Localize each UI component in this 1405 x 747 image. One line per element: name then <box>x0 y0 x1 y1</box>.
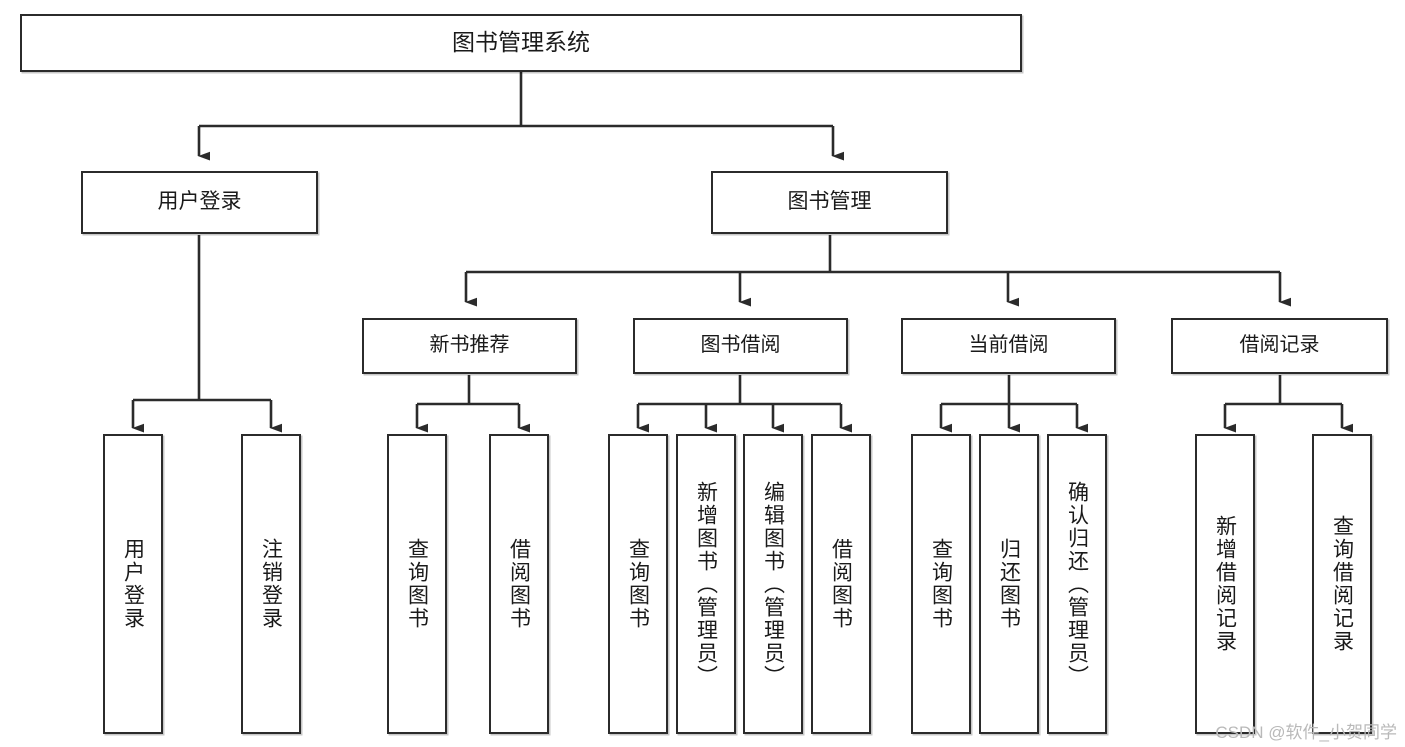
leaf-label: 注销登录 <box>259 538 283 630</box>
leaf-label: 编辑图书（管理员） <box>761 480 785 688</box>
node-new-book-recommend-label: 新书推荐 <box>429 334 510 357</box>
node-book-management[interactable]: 图书管理 <box>711 171 948 234</box>
node-root-book-management-system[interactable]: 图书管理系统 <box>20 14 1022 72</box>
leaf-current-return-book[interactable]: 归还图书 <box>979 434 1039 734</box>
watermark: CSDN @软件_小贺同学 <box>1215 723 1397 742</box>
leaf-new-book-borrow-book[interactable]: 借阅图书 <box>489 434 549 734</box>
leaf-label: 查询图书 <box>929 538 953 630</box>
node-borrow-record-label: 借阅记录 <box>1239 334 1320 357</box>
leaf-label: 用户登录 <box>121 538 145 630</box>
node-current-borrow[interactable]: 当前借阅 <box>901 318 1116 374</box>
node-book-management-label: 图书管理 <box>787 190 872 214</box>
leaf-label: 归还图书 <box>997 538 1021 630</box>
leaf-record-add-record[interactable]: 新增借阅记录 <box>1195 434 1255 734</box>
node-user-login-label: 用户登录 <box>157 190 242 214</box>
leaf-user-login-logout[interactable]: 注销登录 <box>241 434 301 734</box>
node-new-book-recommend[interactable]: 新书推荐 <box>362 318 577 374</box>
leaf-label: 借阅图书 <box>507 538 531 630</box>
leaf-borrow-edit-book-admin[interactable]: 编辑图书（管理员） <box>743 434 803 734</box>
leaf-borrow-query-book[interactable]: 查询图书 <box>608 434 668 734</box>
node-borrow-record[interactable]: 借阅记录 <box>1171 318 1388 374</box>
leaf-label: 新增图书（管理员） <box>694 480 718 688</box>
leaf-label: 确认归还（管理员） <box>1065 480 1089 688</box>
node-root-label: 图书管理系统 <box>452 29 590 56</box>
leaf-label: 借阅图书 <box>829 538 853 630</box>
leaf-current-confirm-return-admin[interactable]: 确认归还（管理员） <box>1047 434 1107 734</box>
leaf-label: 查询借阅记录 <box>1330 515 1354 653</box>
leaf-user-login-login[interactable]: 用户登录 <box>103 434 163 734</box>
leaf-current-query-book[interactable]: 查询图书 <box>911 434 971 734</box>
leaf-record-query-record[interactable]: 查询借阅记录 <box>1312 434 1372 734</box>
node-book-borrow[interactable]: 图书借阅 <box>633 318 848 374</box>
leaf-borrow-borrow-book[interactable]: 借阅图书 <box>811 434 871 734</box>
leaf-label: 新增借阅记录 <box>1213 515 1237 653</box>
leaf-new-book-query-book[interactable]: 查询图书 <box>387 434 447 734</box>
leaf-label: 查询图书 <box>626 538 650 630</box>
leaf-label: 查询图书 <box>405 538 429 630</box>
node-current-borrow-label: 当前借阅 <box>968 334 1049 357</box>
leaf-borrow-add-book-admin[interactable]: 新增图书（管理员） <box>676 434 736 734</box>
node-user-login[interactable]: 用户登录 <box>81 171 318 234</box>
node-book-borrow-label: 图书借阅 <box>700 334 781 357</box>
